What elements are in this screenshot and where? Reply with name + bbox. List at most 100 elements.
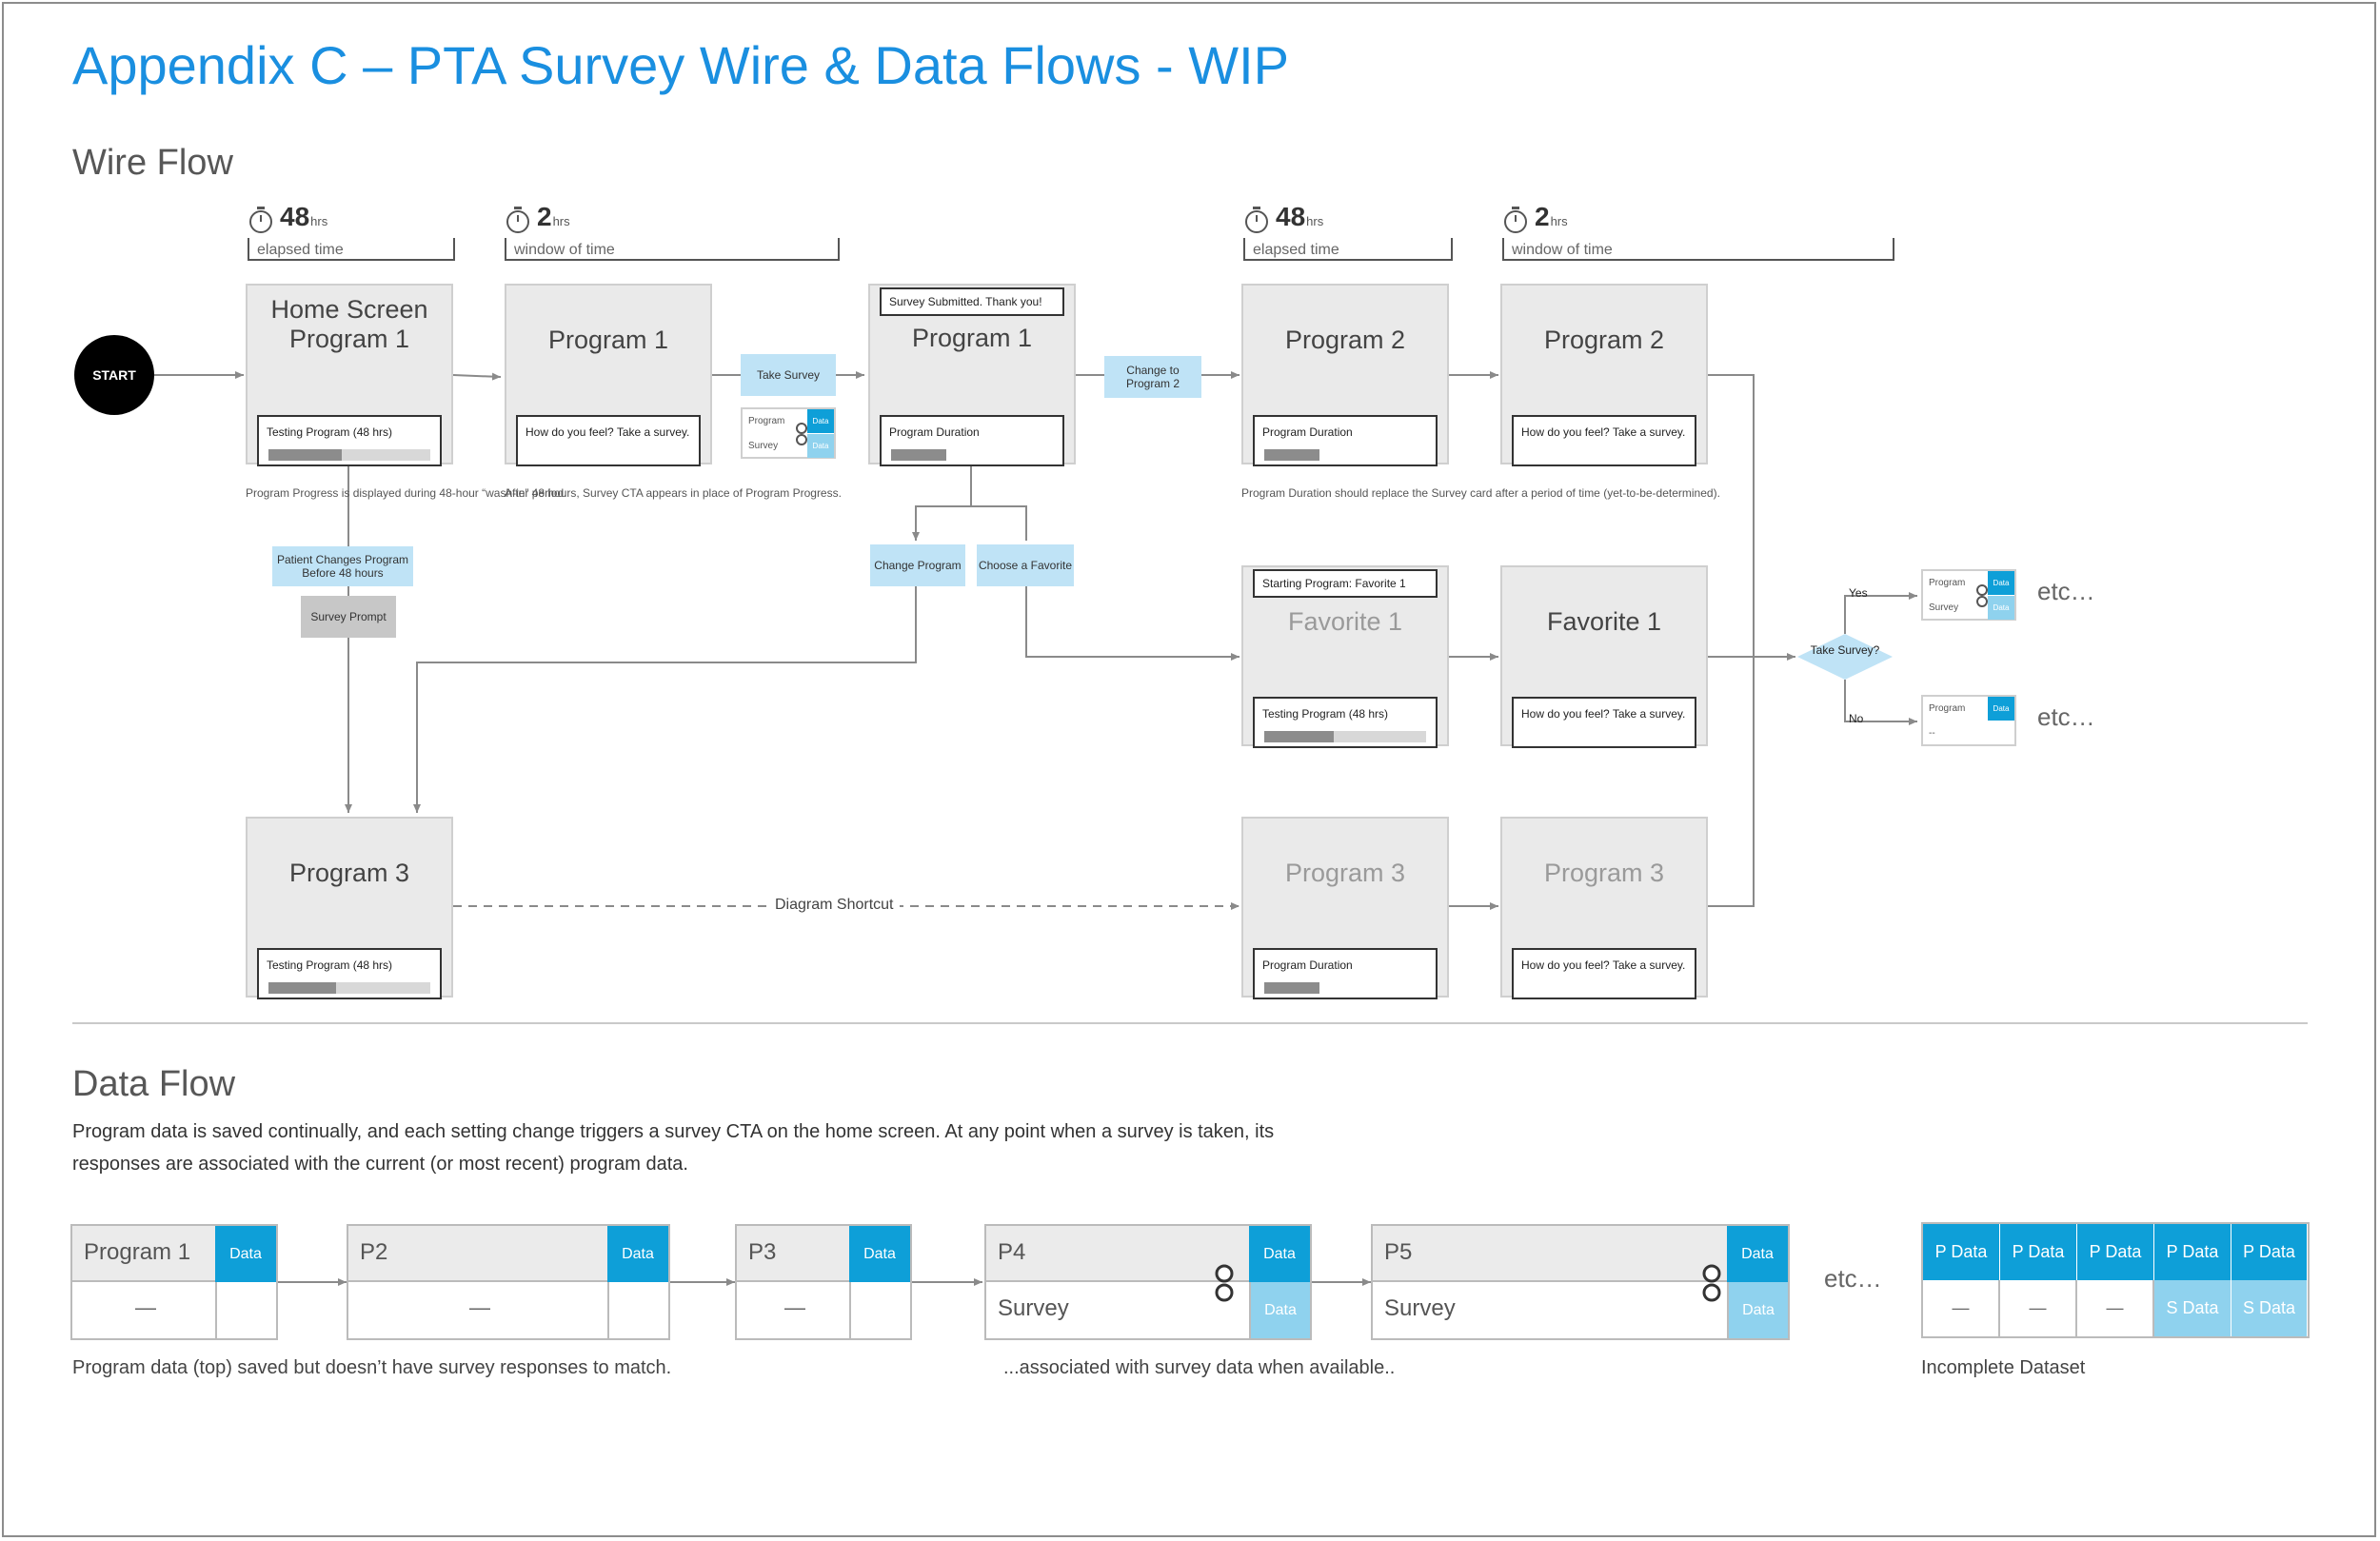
favorite-banner: Starting Program: Favorite 1: [1253, 569, 1438, 598]
program-data-cell: Data: [1249, 1226, 1310, 1282]
program-data-cell: Data: [215, 1226, 276, 1282]
survey-data-cell: Data: [1727, 1282, 1788, 1338]
screen-favorite-1-start: Starting Program: Favorite 1 Favorite 1 …: [1241, 565, 1449, 748]
survey-prompt-action: Survey Prompt: [301, 596, 396, 638]
incomplete-dataset-grid: P Data P Data P Data P Data P Data — — —…: [1921, 1222, 2310, 1338]
timer-label: window of time: [514, 242, 615, 258]
screen-program-1-survey: Program 1 How do you feel? Take a survey…: [505, 284, 712, 466]
change-program-action: Change Program: [870, 544, 965, 586]
screen-program-2-duration: Program 2 Program Duration: [1241, 284, 1449, 466]
progress-bar: [1264, 731, 1426, 742]
empty-cell: —: [2077, 1280, 2154, 1336]
wire-flow-heading: Wire Flow: [72, 143, 233, 183]
screen-title: Program 3: [1284, 859, 1406, 887]
start-node: START: [74, 335, 154, 415]
survey-card: How do you feel? Take a survey.: [516, 415, 701, 466]
data-box-p4: P4 Survey Data Data: [984, 1224, 1312, 1340]
program-data-cell: Data: [607, 1226, 668, 1282]
caption-middle: ...associated with survey data when avai…: [1003, 1357, 1396, 1378]
survey-data-cell: Data: [1249, 1282, 1310, 1338]
survey-card: How do you feel? Take a survey.: [1512, 415, 1696, 466]
link-icon: [1215, 1264, 1234, 1302]
patient-changes-action: Patient Changes Program Before 48 hours: [272, 546, 413, 586]
survey-card: How do you feel? Take a survey.: [1512, 948, 1696, 999]
data-flow-etc: etc…: [1824, 1264, 1882, 1293]
duration-card: Program Duration: [1253, 948, 1438, 999]
decision-label: Take Survey?: [1810, 643, 1880, 657]
mini-data-table-yes: Program Survey Data Data: [1921, 569, 2016, 621]
mini-data-table-no: Program -- Data: [1921, 695, 2016, 746]
data-box-program-1: Program 1 — Data: [70, 1224, 278, 1340]
p-data-cell: P Data: [2231, 1224, 2308, 1280]
mini-data-table: Program Survey Data Data: [741, 407, 836, 459]
screen-program-2-survey: Program 2 How do you feel? Take a survey…: [1500, 284, 1708, 466]
p-data-cell: P Data: [1923, 1224, 2000, 1280]
note-after-48: After 48 hours, Survey CTA appears in pl…: [505, 486, 842, 500]
decision-diamond: [1797, 634, 1893, 680]
progress-card: Testing Program (48 hrs): [1253, 697, 1438, 748]
data-box-p5: P5 Survey Data Data: [1371, 1224, 1790, 1340]
choose-favorite-action: Choose a Favorite: [977, 544, 1074, 586]
screen-program-3-duration: Program 3 Program Duration: [1241, 817, 1449, 999]
data-flow-heading: Data Flow: [72, 1064, 236, 1104]
screen-title: Program 1: [547, 326, 669, 354]
diagram-shortcut-label: Diagram Shortcut: [769, 897, 900, 914]
screen-home-program-1: Home Screen Program 1 Testing Program (4…: [246, 284, 453, 466]
screen-program-3-progress: Program 3 Testing Program (48 hrs): [246, 817, 453, 999]
p-data-cell: P Data: [2154, 1224, 2231, 1280]
caption-left: Program data (top) saved but doesn’t hav…: [72, 1357, 672, 1378]
program-data-cell: Data: [1727, 1226, 1788, 1282]
screen-title: Program 2: [1284, 326, 1406, 354]
program-data-cell: Data: [849, 1226, 910, 1282]
screen-title: Home Screen Program 1: [270, 295, 428, 353]
progress-bar: [268, 982, 430, 994]
progress-bar: [268, 449, 430, 461]
etc-yes: etc…: [2037, 577, 2095, 605]
duration-card: Program Duration: [1253, 415, 1438, 466]
screen-title: Program 3: [1543, 859, 1665, 887]
empty-survey-cell: [849, 1282, 910, 1338]
link-icon: [796, 423, 807, 445]
s-data-cell: S Data: [2154, 1280, 2231, 1336]
s-data-cell: S Data: [2231, 1280, 2308, 1336]
data-flow-description: Program data is saved continually, and e…: [72, 1121, 1275, 1175]
screen-program-1-submitted: Survey Submitted. Thank you! Program 1 P…: [868, 284, 1076, 466]
etc-no: etc…: [2037, 702, 2095, 731]
progress-card: Testing Program (48 hrs): [257, 415, 442, 466]
screen-title: Favorite 1: [1546, 607, 1662, 636]
stopwatch-icon: [506, 207, 529, 233]
empty-cell: —: [1923, 1280, 2000, 1336]
screen-title: Program 1: [911, 324, 1033, 352]
page-title: Appendix C – PTA Survey Wire & Data Flow…: [72, 35, 1290, 95]
stopwatch-icon: [1504, 207, 1527, 233]
empty-survey-cell: [215, 1282, 276, 1338]
link-icon: [1976, 584, 1988, 607]
timer-label: window of time: [1512, 242, 1613, 258]
stopwatch-icon: [249, 207, 272, 233]
data-box-p2: P2 — Data: [347, 1224, 670, 1340]
data-box-p3: P3 — Data: [735, 1224, 912, 1340]
timer-label: elapsed time: [257, 242, 344, 258]
p-data-cell: P Data: [2077, 1224, 2154, 1280]
screen-title: Program 3: [288, 859, 410, 887]
screen-title: Favorite 1: [1287, 607, 1403, 636]
screen-favorite-1-survey: Favorite 1 How do you feel? Take a surve…: [1500, 565, 1708, 748]
screen-title: Program 2: [1543, 326, 1665, 354]
link-icon: [1702, 1264, 1721, 1302]
note-duration: Program Duration should replace the Surv…: [1241, 486, 1720, 500]
caption-right: Incomplete Dataset: [1921, 1357, 2086, 1378]
stopwatch-icon: [1245, 207, 1268, 233]
timer-label: elapsed time: [1253, 242, 1339, 258]
screen-program-3-survey: Program 3 How do you feel? Take a survey…: [1500, 817, 1708, 999]
duration-card: Program Duration: [880, 415, 1064, 466]
note-progress: Program Progress is displayed during 48-…: [246, 486, 567, 500]
no-label: No: [1849, 712, 1864, 725]
empty-cell: —: [2000, 1280, 2077, 1336]
change-to-program-2-action: Change to Program 2: [1104, 356, 1201, 398]
survey-card: How do you feel? Take a survey.: [1512, 697, 1696, 748]
take-survey-action: Take Survey: [741, 354, 836, 396]
p-data-cell: P Data: [2000, 1224, 2077, 1280]
yes-label: Yes: [1849, 586, 1868, 600]
